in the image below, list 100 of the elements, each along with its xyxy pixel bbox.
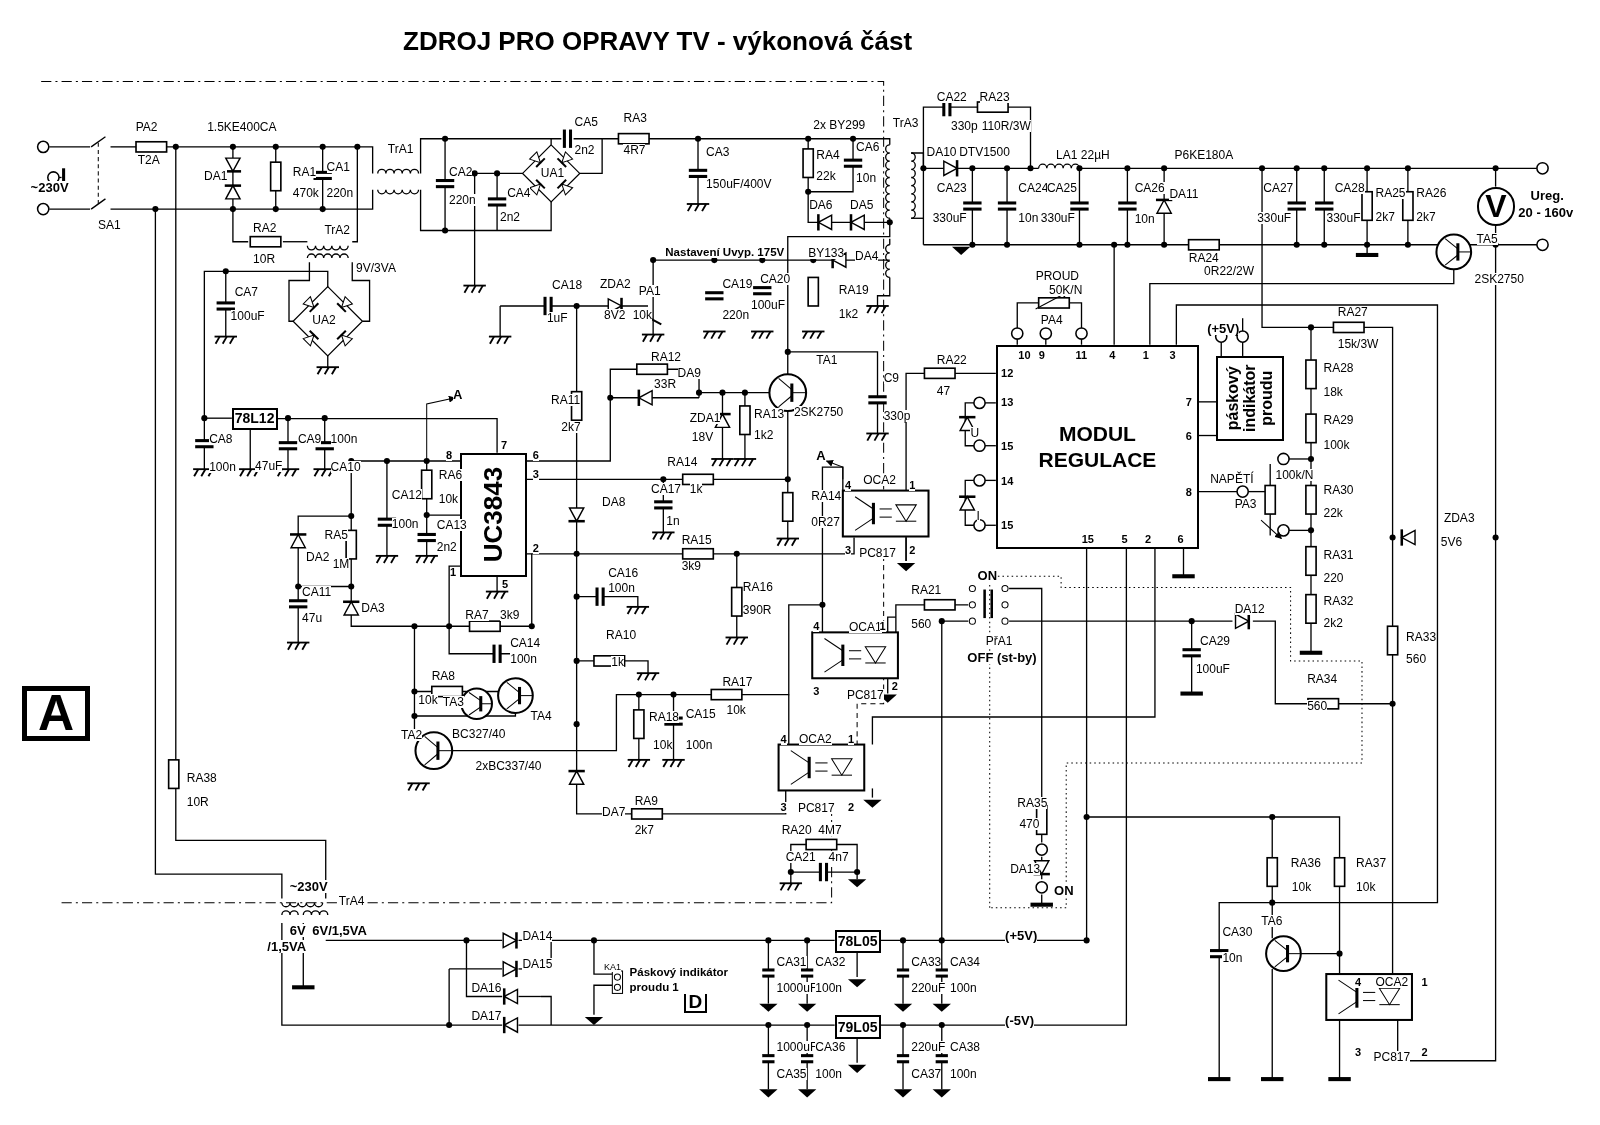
component-label: 2k7: [561, 421, 581, 434]
component-label: TA6: [1261, 915, 1283, 928]
component-label: PC817: [1373, 1051, 1411, 1063]
component-label: 330p: [883, 410, 911, 423]
pin-number: 7: [1185, 396, 1192, 408]
component-label: 330uF: [932, 212, 967, 225]
pin-number: 6: [1177, 533, 1184, 545]
indicator-box: páskový indikátor proudu: [1216, 356, 1284, 441]
component-label: 220: [1323, 572, 1344, 585]
component-label: DA7: [602, 806, 626, 819]
pin-number: 1: [450, 567, 457, 579]
component-label: RA6: [438, 469, 463, 482]
component-label: 100n: [685, 738, 713, 751]
component-label: PC817: [859, 546, 896, 559]
component-label: RA38: [186, 772, 217, 785]
component-label: DA12: [1234, 603, 1265, 616]
component-label: RA2: [253, 222, 277, 235]
component-label: OCA2: [863, 474, 896, 487]
note-label: (+5V): [1005, 928, 1038, 942]
component-label: LA1 22µH: [1056, 148, 1110, 161]
component-label: 100n: [950, 981, 977, 994]
component-label: 100n: [391, 518, 419, 531]
component-label: CA21: [785, 851, 816, 863]
component-label: RA3: [623, 112, 647, 125]
component-label: TA1: [816, 354, 838, 367]
component-label: DA2: [306, 551, 330, 563]
component-label: 2k7: [1375, 211, 1395, 224]
component-label: UA1: [540, 167, 565, 180]
component-label: 560: [1307, 700, 1328, 712]
wire: [879, 548, 1088, 942]
component-label: PřA1: [985, 634, 1013, 647]
component-label: 18k: [1323, 385, 1343, 398]
component-label: RA29: [1323, 414, 1354, 427]
component-label: DA16: [471, 981, 502, 994]
component-label: RA13: [754, 408, 785, 421]
component-label: CA25: [1046, 181, 1077, 194]
component-label: 10R: [253, 253, 276, 266]
component-label: CA12: [391, 488, 422, 501]
pin-number: 13: [1001, 396, 1014, 408]
component-label: OCA2: [798, 732, 832, 745]
component-label: DA10: [926, 145, 957, 158]
component-label: DA8: [602, 495, 626, 508]
component-label: RA36: [1290, 857, 1321, 870]
component-label: 100n: [815, 981, 842, 994]
component-label: TrA4: [338, 894, 365, 907]
component-label: 2k7: [1416, 211, 1436, 224]
component-label: 2xBC337/40: [475, 760, 542, 773]
component-label: RA21: [911, 583, 942, 596]
component-label: RA17: [722, 675, 753, 688]
pin-number: 4: [813, 621, 820, 633]
note-label: (+5V): [1207, 322, 1240, 336]
regulator-box: 78L05: [834, 929, 881, 954]
component-label: P6KE180A: [1174, 148, 1234, 161]
pin-number: 1: [1421, 976, 1428, 988]
component-label: 560: [1406, 653, 1427, 666]
component-label: 10k: [653, 738, 673, 751]
pin-number: 4: [780, 733, 787, 745]
component-label: CA34: [950, 956, 981, 969]
pin-number: 3: [532, 469, 539, 481]
component-label: RA27: [1337, 306, 1368, 319]
note-label: OFF (st-by): [967, 651, 1037, 664]
section-letter-box: A: [22, 685, 90, 741]
component-label: RA25: [1375, 186, 1406, 199]
component-label: 2n2: [500, 211, 521, 224]
pin-number: 2: [847, 802, 855, 814]
component-label: 330uF: [1257, 212, 1292, 225]
component-label: CA10: [330, 461, 361, 474]
component-label: RA31: [1323, 548, 1354, 561]
component-label: 100k: [1323, 438, 1350, 451]
component-label: 1k2: [754, 428, 774, 441]
component-label: 33R: [654, 377, 677, 390]
component-label: 100n: [330, 432, 358, 445]
component-label: 1k2: [838, 308, 859, 321]
pin-number: 2: [1421, 1046, 1428, 1058]
component-label: 4n7: [828, 851, 849, 863]
component-label: CA26: [1134, 181, 1165, 194]
component-label: 2SK2750: [793, 406, 844, 419]
component-label: 2SK2750: [1474, 273, 1524, 286]
component-label: CA1: [326, 161, 350, 174]
component-label: 2k7: [634, 824, 655, 837]
component-label: SA1: [97, 219, 121, 232]
component-label: 10n: [1134, 213, 1155, 226]
component-label: CA20: [760, 273, 791, 286]
component-label: 100uF: [751, 298, 786, 311]
component-label: CA31: [776, 956, 807, 969]
component-label: CA6: [856, 140, 880, 153]
component-label: 470: [1019, 818, 1040, 831]
component-label: I: [976, 510, 980, 523]
component-label: 10k: [1356, 880, 1376, 893]
component-label: 150uF/400V: [706, 177, 772, 190]
component-label: UA2: [312, 314, 336, 327]
component-label: CA16: [608, 567, 639, 580]
component-label: RA30: [1323, 483, 1354, 496]
component-label: CA15: [685, 708, 716, 721]
note-label: Nastavení Uvyp. 175V: [665, 246, 785, 259]
pin-number: 4: [844, 479, 851, 491]
component-label: CA14: [510, 636, 541, 649]
component-label: CA32: [815, 956, 846, 969]
component-label: RA12: [651, 351, 682, 363]
component-label: 330uF: [1326, 212, 1361, 225]
